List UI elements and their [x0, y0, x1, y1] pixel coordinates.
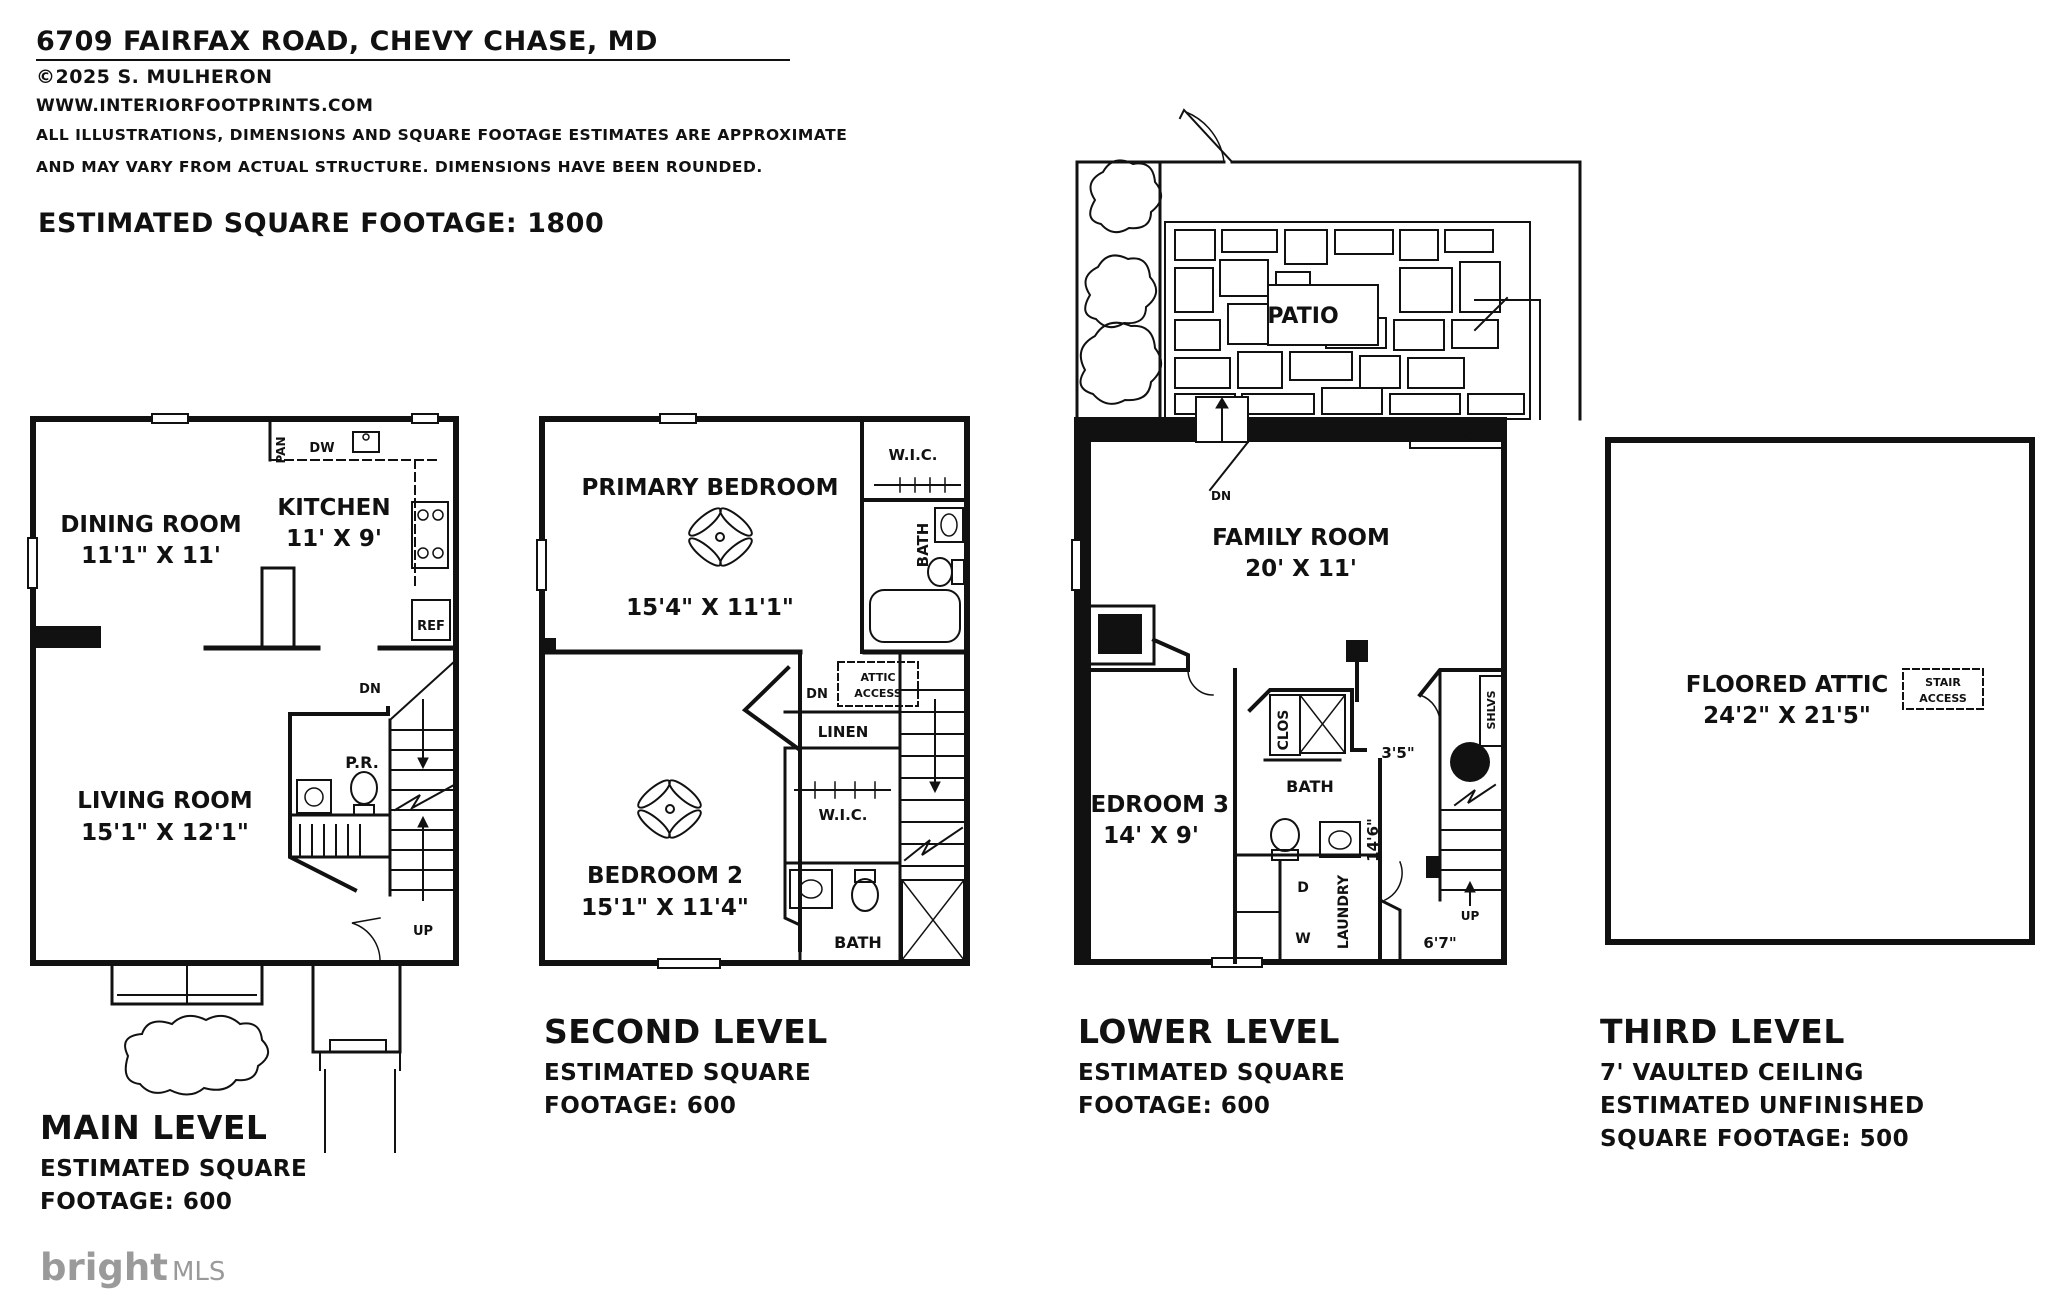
- disclaimer-line-1: ALL ILLUSTRATIONS, DIMENSIONS AND SQUARE…: [36, 126, 848, 144]
- floored-attic-name: FLOORED ATTIC: [1686, 672, 1889, 698]
- lower-level-line-1: ESTIMATED SQUARE: [1078, 1060, 1346, 1086]
- refrigerator-label: REF: [417, 619, 445, 634]
- third-level-caption: THIRD LEVEL 7' VAULTED CEILING ESTIMATED…: [1600, 1012, 1925, 1156]
- linen-label: LINEN: [818, 723, 869, 741]
- address-title: 6709 FAIRFAX ROAD, CHEVY CHASE, MD: [36, 26, 658, 57]
- elec-label: ELEC: [1440, 429, 1473, 443]
- attic-access-1: ATTIC: [860, 671, 895, 684]
- bedroom-3-name: BEDROOM 3: [1073, 792, 1229, 818]
- lower-level-title: LOWER LEVEL: [1078, 1012, 1340, 1051]
- dim-3-5: 3'5": [1381, 744, 1414, 762]
- third-level-plan: [1605, 437, 2035, 945]
- floored-attic-dim: 24'2" X 21'5": [1703, 703, 1871, 729]
- dryer-label: D: [1297, 880, 1309, 896]
- dim-6-7: 6'7": [1423, 934, 1456, 952]
- dining-room-dim: 11'1" X 11': [81, 543, 221, 569]
- primary-bath-label: BATH: [914, 523, 932, 568]
- dining-room-name: DINING ROOM: [60, 512, 241, 538]
- main-level-line-1: ESTIMATED SQUARE: [40, 1156, 308, 1182]
- living-room-name: LIVING ROOM: [77, 788, 252, 814]
- second-level-title: SECOND LEVEL: [544, 1012, 828, 1051]
- total-square-footage: ESTIMATED SQUARE FOOTAGE: 1800: [38, 208, 605, 239]
- living-room-dim: 15'1" X 12'1": [81, 820, 249, 846]
- copyright: ©2025 S. MULHERON: [36, 66, 273, 88]
- stair-access-2: ACCESS: [1919, 692, 1967, 705]
- primary-wic-label: W.I.C.: [888, 446, 937, 464]
- third-level-line-3: SQUARE FOOTAGE: 500: [1600, 1126, 1910, 1152]
- family-room-name: FAMILY ROOM: [1212, 525, 1390, 551]
- third-level-title: THIRD LEVEL: [1600, 1012, 1845, 1051]
- website: WWW.INTERIORFOOTPRINTS.COM: [36, 96, 374, 116]
- bedroom-2-wic-label: W.I.C.: [818, 806, 867, 824]
- stair-access-1: STAIR: [1925, 676, 1961, 689]
- main-level-caption: MAIN LEVEL ESTIMATED SQUARE FOOTAGE: 600: [40, 1108, 307, 1219]
- second-level-plan: [536, 413, 970, 969]
- primary-bedroom-name: PRIMARY BEDROOM: [582, 475, 839, 501]
- lower-level-line-2: FOOTAGE: 600: [1078, 1093, 1271, 1119]
- logo-suffix: MLS: [171, 1257, 226, 1287]
- washer-label: W: [1295, 931, 1310, 947]
- bedroom-2-name: BEDROOM 2: [587, 863, 743, 889]
- dim-14-6: 14'6": [1364, 818, 1382, 862]
- dishwasher-label: DW: [309, 441, 334, 456]
- hall-bath-label: BATH: [834, 933, 882, 952]
- patio-label: PATIO: [1267, 304, 1338, 329]
- header-divider: [36, 59, 790, 61]
- bedroom-3-dim: 14' X 9': [1103, 823, 1199, 849]
- main-level-title: MAIN LEVEL: [40, 1108, 268, 1147]
- primary-bedroom-dim: 15'4" X 11'1": [626, 595, 794, 621]
- kitchen-dim: 11' X 9': [286, 526, 382, 552]
- lower-level-plan: [1071, 108, 1582, 968]
- pan-label: PAN: [274, 436, 288, 463]
- third-level-line-1: 7' VAULTED CEILING: [1600, 1060, 1864, 1086]
- second-level-line-1: ESTIMATED SQUARE: [544, 1060, 812, 1086]
- closet-label: CLOS: [1276, 710, 1292, 751]
- family-room-dim: 20' X 11': [1245, 556, 1357, 582]
- main-up-label: UP: [413, 924, 433, 939]
- main-level-line-2: FOOTAGE: 600: [40, 1189, 233, 1215]
- lower-bath-label: BATH: [1286, 777, 1334, 796]
- lower-level-caption: LOWER LEVEL ESTIMATED SQUARE FOOTAGE: 60…: [1078, 1012, 1345, 1123]
- second-level-line-2: FOOTAGE: 600: [544, 1093, 737, 1119]
- laundry-label: LAUNDRY: [1336, 874, 1352, 949]
- powder-room-label: P.R.: [345, 753, 379, 772]
- lower-up-label: UP: [1461, 909, 1480, 923]
- bedroom-2-dim: 15'1" X 11'4": [581, 895, 749, 921]
- attic-access-2: ACCESS: [854, 687, 902, 700]
- main-dn-label: DN: [359, 682, 381, 697]
- lower-dn-label: DN: [1211, 489, 1231, 503]
- logo-brand: bright: [40, 1246, 168, 1289]
- kitchen-name: KITCHEN: [277, 495, 390, 521]
- third-level-line-2: ESTIMATED UNFINISHED: [1600, 1093, 1925, 1119]
- main-level-plan: [27, 413, 459, 1153]
- disclaimer-line-2: AND MAY VARY FROM ACTUAL STRUCTURE. DIME…: [36, 158, 763, 176]
- second-level-caption: SECOND LEVEL ESTIMATED SQUARE FOOTAGE: 6…: [544, 1012, 828, 1123]
- shelves-label: SHLVS: [1485, 690, 1498, 729]
- second-dn-label: DN: [806, 687, 828, 702]
